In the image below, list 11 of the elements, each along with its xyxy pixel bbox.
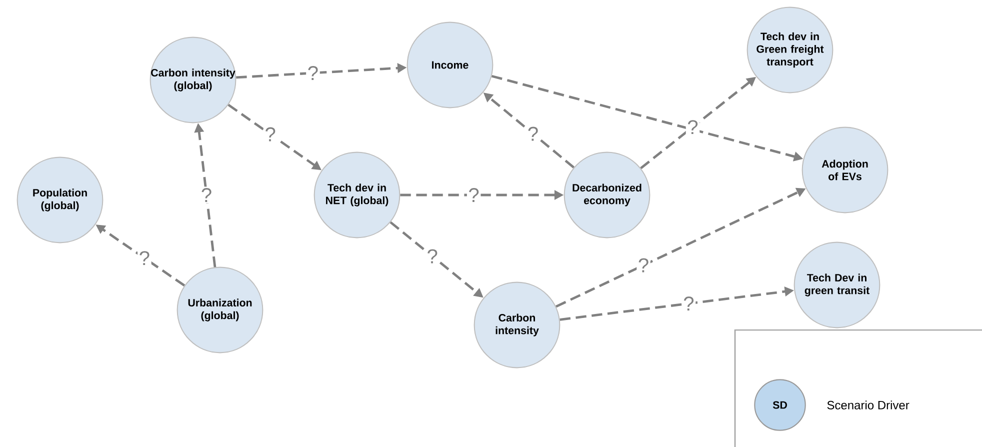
edge-label: ? [466, 186, 481, 204]
edge-label: ? [200, 186, 214, 204]
edge-label: ? [425, 248, 440, 265]
edge-label: ? [138, 250, 152, 266]
legend-text: Scenario Driver [827, 400, 910, 410]
edge-label: ? [636, 256, 650, 274]
edge-label: ? [526, 125, 540, 142]
edge-label: ? [686, 118, 700, 136]
edge-label: ? [682, 295, 696, 312]
edge-label: ? [306, 64, 320, 82]
edge-label: ? [263, 126, 278, 143]
